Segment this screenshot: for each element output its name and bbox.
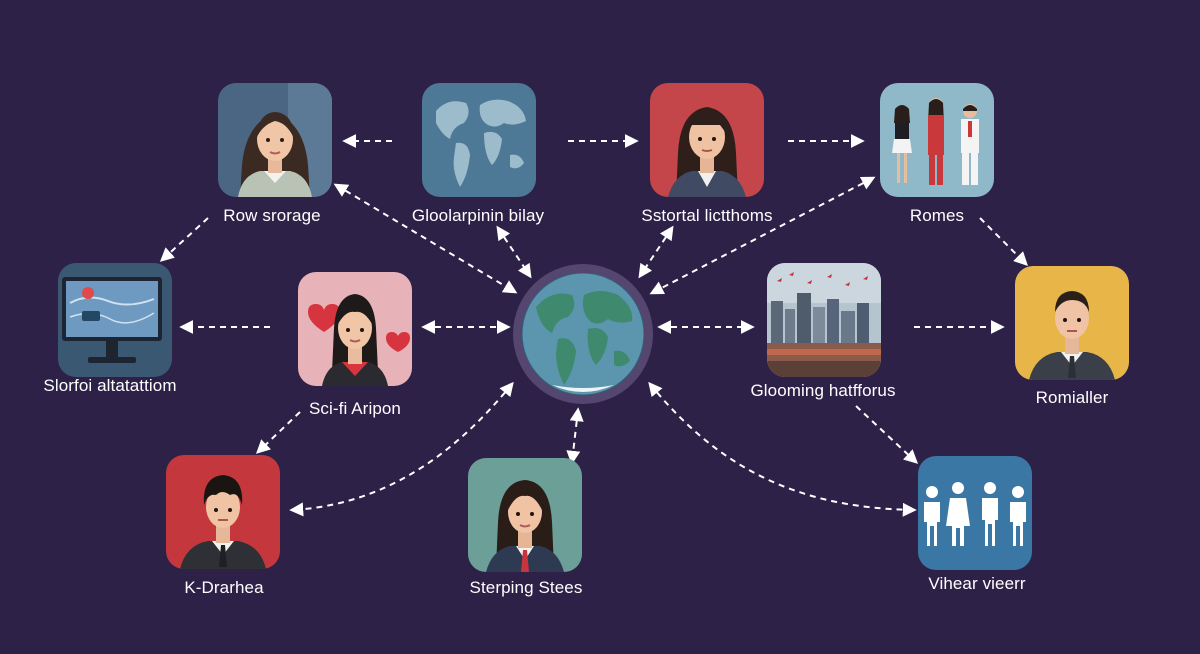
- node-label: Sterping Stees: [469, 578, 583, 597]
- monitor-icon: [58, 263, 172, 377]
- node-label: K-Drarhea: [184, 578, 264, 597]
- node-label: Gloolarpinin bilay: [411, 206, 545, 225]
- arrow-glooming-to-vihear: [855, 405, 919, 464]
- node-sterping[interactable]: [468, 458, 582, 572]
- arrow-scifi-to-kdrama: [255, 411, 301, 454]
- people-silhouettes-icon: [918, 456, 1032, 570]
- man-portrait-icon: [1015, 266, 1129, 380]
- node-romialler[interactable]: [1015, 266, 1129, 380]
- arrow-globe-romes: [649, 176, 876, 295]
- node-sci-fi[interactable]: [298, 272, 412, 386]
- node-global-map[interactable]: [422, 83, 536, 197]
- node-slorfor[interactable]: [58, 263, 172, 377]
- node-romes[interactable]: [880, 83, 994, 197]
- woman-portrait-icon: [468, 458, 582, 572]
- arrow-globe-row: [333, 183, 518, 294]
- center-globe[interactable]: [513, 264, 653, 404]
- node-glooming[interactable]: [767, 263, 881, 377]
- woman-portrait-icon: [650, 83, 764, 197]
- globe-icon: [522, 273, 644, 395]
- woman-hearts-icon: [298, 272, 412, 386]
- world-map-icon: [422, 83, 536, 197]
- man-portrait-icon: [166, 455, 280, 569]
- arrow-globe-vihear: [648, 381, 917, 517]
- city-skyline-icon: [767, 263, 881, 377]
- node-vihear[interactable]: [918, 456, 1032, 570]
- node-label: Sstortal lictthoms: [641, 206, 773, 225]
- node-label: Romes: [909, 206, 965, 225]
- node-label: Row srorage: [223, 206, 321, 225]
- node-label: Slorfoi altatattiom: [43, 376, 177, 395]
- node-label: Vihear vieerr: [928, 574, 1026, 593]
- group-people-icon: [880, 83, 994, 197]
- node-label: Glooming hatfforus: [750, 381, 896, 400]
- arrow-globe-kdrama: [289, 381, 514, 517]
- node-label: Sci-fi Aripon: [308, 399, 401, 418]
- node-label: Romialler: [1035, 388, 1109, 407]
- arrow-globe-sstortal: [638, 225, 674, 279]
- arrow-globe-map: [496, 225, 532, 279]
- arrow-globe-sterping: [566, 407, 584, 465]
- node-sstortal[interactable]: [650, 83, 764, 197]
- node-row-storage[interactable]: [218, 83, 332, 197]
- woman-portrait-icon: [218, 83, 332, 197]
- node-k-drama[interactable]: [166, 455, 280, 569]
